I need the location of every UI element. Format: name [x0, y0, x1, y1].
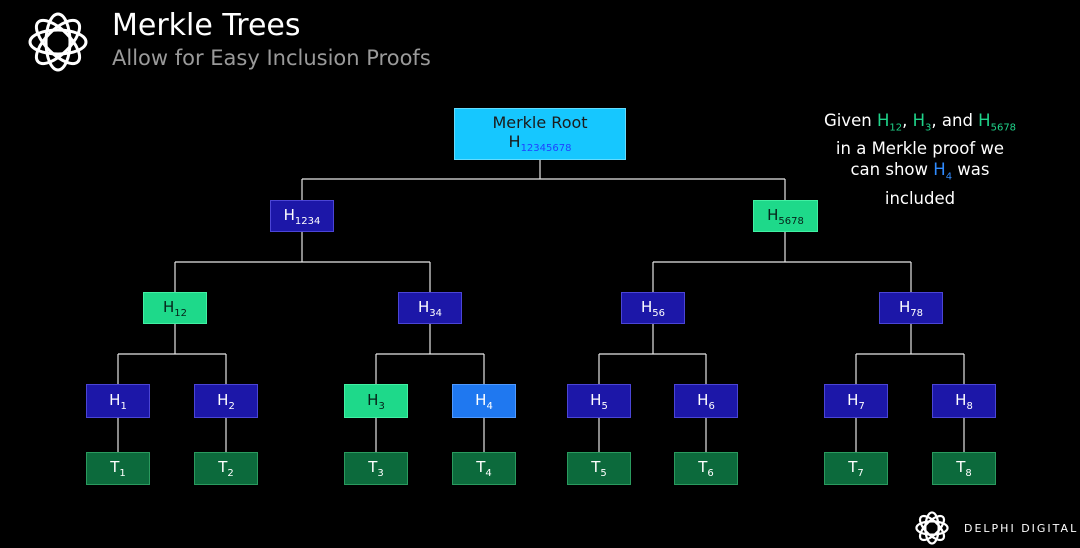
node-h78: H78: [879, 292, 943, 324]
brand-logo-icon: [915, 511, 949, 545]
node-h4: H4: [452, 384, 516, 418]
proof-note-line-1: Given H12, H3, and H5678: [790, 110, 1050, 138]
proof-note: Given H12, H3, and H5678 in a Merkle pro…: [790, 110, 1050, 209]
node-h56: H56: [621, 292, 685, 324]
brand-name: DELPHI DIGITAL: [964, 522, 1079, 535]
page-subtitle: Allow for Easy Inclusion Proofs: [112, 46, 431, 70]
node-h5678: H5678: [753, 200, 818, 232]
node-h1234: H1234: [270, 200, 334, 232]
proof-note-line-4: included: [884, 188, 956, 208]
node-h3: H3: [344, 384, 408, 418]
note-h3: H3: [912, 111, 932, 134]
leaf-t5: T5: [567, 452, 631, 485]
page-title: Merkle Trees: [112, 8, 301, 43]
node-h34: H34: [398, 292, 462, 324]
note-h4: H4: [933, 160, 953, 183]
delphi-logo-icon: [28, 12, 88, 72]
merkle-root-node: Merkle Root H12345678: [454, 108, 626, 160]
proof-note-line-2: in a Merkle proof we: [835, 139, 1005, 159]
node-h12: H12: [143, 292, 207, 324]
note-h5678: H5678: [978, 111, 1017, 134]
proof-note-line-3: can show H4 was: [850, 160, 990, 183]
leaf-t3: T3: [344, 452, 408, 485]
leaf-t8: T8: [932, 452, 996, 485]
node-h6: H6: [674, 384, 738, 418]
leaf-t7: T7: [824, 452, 888, 485]
note-text: , and: [931, 111, 979, 130]
leaf-t1: T1: [86, 452, 150, 485]
note-text: ,: [902, 111, 913, 130]
note-text: Given: [823, 111, 877, 130]
node-h1: H1: [86, 384, 150, 418]
merkle-root-label: Merkle Root: [492, 113, 588, 133]
merkle-root-hash: H12345678: [508, 132, 572, 155]
leaf-t2: T2: [194, 452, 258, 485]
node-h2: H2: [194, 384, 258, 418]
node-h7: H7: [824, 384, 888, 418]
leaf-t4: T4: [452, 452, 516, 485]
node-h8: H8: [932, 384, 996, 418]
note-h12: H12: [876, 111, 903, 134]
node-h5: H5: [567, 384, 631, 418]
leaf-t6: T6: [674, 452, 738, 485]
